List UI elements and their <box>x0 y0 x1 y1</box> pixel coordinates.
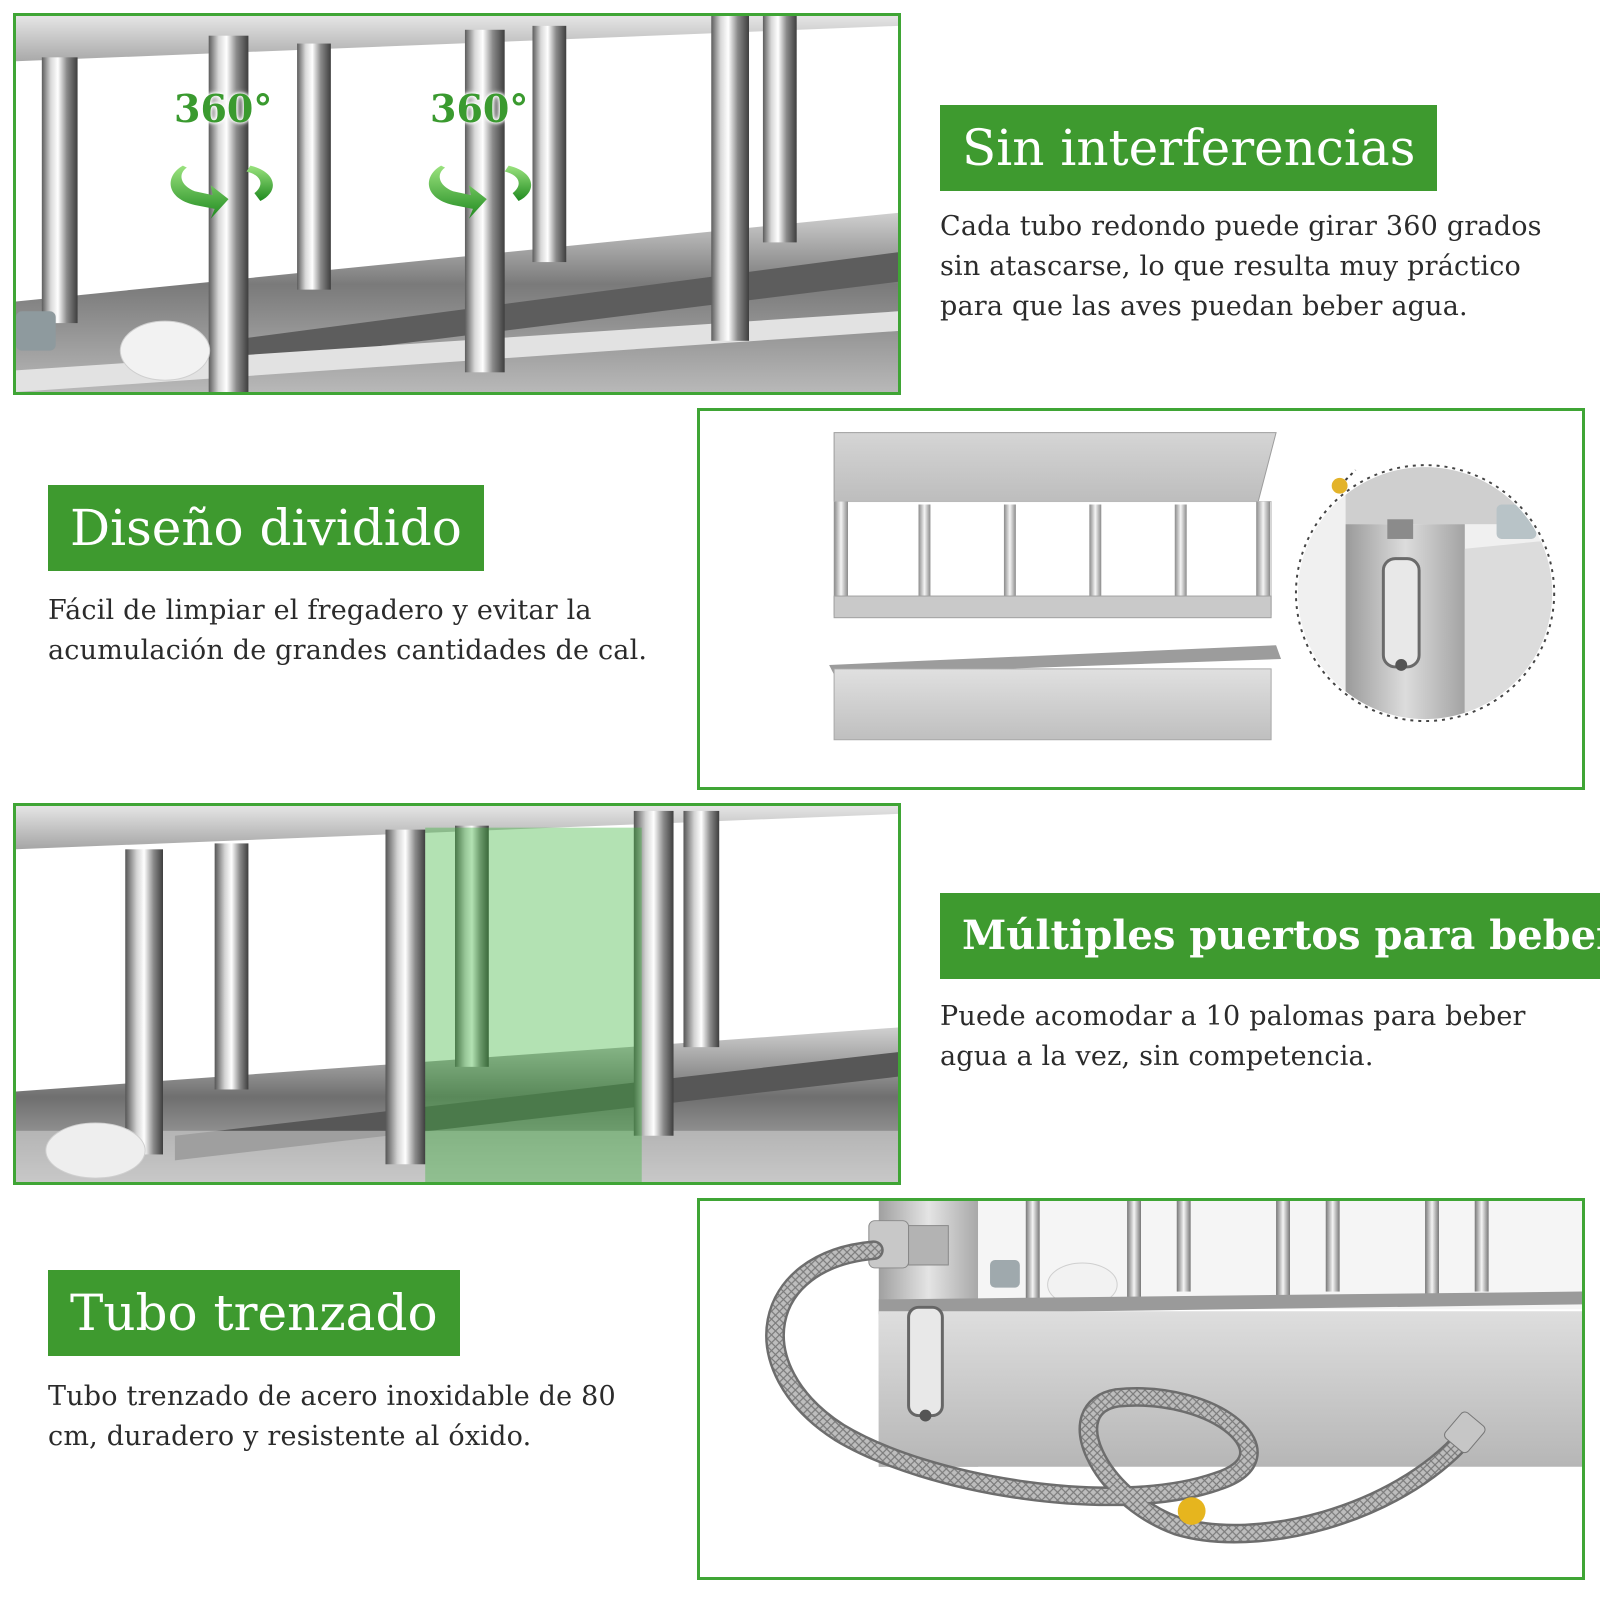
section-desc-split-design: Fácil de limpiar el fregadero y evitar l… <box>48 595 648 666</box>
photo-braided-hose <box>697 1198 1585 1580</box>
section-desc-braided-hose: Tubo trenzado de acero inoxidable de 80 … <box>48 1381 616 1452</box>
photo-rotating-bars: 360° 360° <box>13 13 901 395</box>
rotation-label-right: 360° <box>430 86 529 131</box>
section-title-drinking-ports: Múltiples puertos para beber <box>940 893 1600 979</box>
rotating-bars-illustration <box>16 16 898 392</box>
split-design-illustration <box>829 432 1556 741</box>
rotation-label-left: 360° <box>174 86 273 131</box>
braided-hose-illustration <box>700 1201 1582 1577</box>
section-title-braided-hose: Tubo trenzado <box>48 1270 460 1356</box>
drinking-ports-illustration <box>16 806 898 1182</box>
section-title-no-interference: Sin interferencias <box>940 105 1438 191</box>
section-desc-no-interference: Cada tubo redondo puede girar 360 grados… <box>940 211 1542 322</box>
section-title-split-design: Diseño dividido <box>48 485 484 571</box>
section-desc-drinking-ports: Puede acomodar a 10 palomas para beber a… <box>940 1001 1526 1072</box>
photo-split-design <box>697 408 1585 790</box>
photo-drinking-ports <box>13 803 901 1185</box>
